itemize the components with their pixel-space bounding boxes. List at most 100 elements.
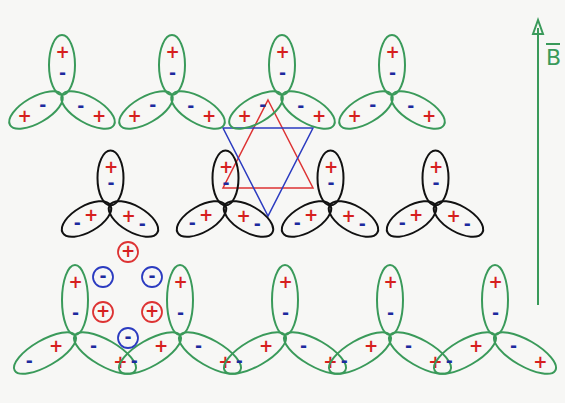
molecule-lobe: +-	[379, 35, 405, 95]
lobe-ellipse	[428, 324, 502, 382]
molecule-lobe: +-	[165, 84, 230, 137]
lobe-ellipse	[385, 84, 450, 137]
lobe-ellipse	[276, 194, 337, 244]
lobe-outline	[428, 324, 502, 382]
charge-sign: -	[55, 65, 69, 82]
charge-sign: +	[342, 208, 356, 225]
charge-sign: +	[259, 338, 273, 355]
lobe-ellipse	[323, 324, 397, 382]
circle-ring	[118, 328, 138, 348]
lobe-ellipse	[224, 84, 289, 137]
field-arrow	[537, 28, 539, 305]
charge-sign: +	[55, 44, 69, 61]
molecule-lobe: -+	[103, 194, 164, 244]
lobe-ellipse	[218, 194, 279, 244]
charge-sign: -	[145, 268, 159, 285]
charge-sign: +	[128, 108, 142, 125]
charge-sign: -	[402, 338, 416, 355]
charge-circle: +	[92, 301, 114, 323]
lobe-ellipse	[377, 265, 403, 335]
charge-sign: -	[256, 98, 270, 115]
molecule-lobe: +-	[97, 150, 123, 205]
molecule-lobe: -+	[428, 194, 489, 244]
circle-ring	[93, 267, 113, 287]
molecule-lobe: -+	[276, 194, 337, 244]
charge-sign: -	[136, 216, 150, 233]
charge-circle: -	[117, 327, 139, 349]
lobe-ellipse	[275, 84, 340, 137]
charge-sign: -	[275, 65, 289, 82]
charge-sign: +	[49, 338, 63, 355]
charge-sign: +	[409, 208, 423, 225]
lobe-ellipse	[167, 265, 193, 335]
molecule-lobe: +-	[167, 265, 193, 335]
charge-sign: +	[121, 243, 135, 260]
charge-sign: +	[312, 108, 326, 125]
molecule-lobe: +-	[482, 265, 508, 335]
charge-sign: -	[184, 98, 198, 115]
charge-sign: +	[92, 108, 106, 125]
charge-sign: +	[323, 159, 337, 176]
charge-sign: +	[422, 108, 436, 125]
lobe-ellipse	[272, 265, 298, 335]
charge-sign: -	[22, 353, 36, 370]
lobe-outline	[114, 84, 179, 137]
lobe-outline	[334, 84, 399, 137]
charge-sign: +	[275, 44, 289, 61]
charge-sign: -	[290, 216, 304, 233]
lobe-ellipse	[218, 324, 292, 382]
charge-sign: -	[461, 216, 475, 233]
charge-circle: -	[141, 266, 163, 288]
lobe-ellipse	[114, 84, 179, 137]
charge-sign: -	[127, 353, 141, 370]
molecule-lobe: +-	[377, 265, 403, 335]
lobe-ellipse	[62, 265, 88, 335]
lobe-ellipse	[103, 194, 164, 244]
charge-sign: +	[218, 159, 232, 176]
molecule-lobe: +-	[159, 35, 185, 95]
circle-ring	[118, 242, 138, 262]
charge-sign: +	[488, 274, 502, 291]
molecule-lobe: +-	[62, 265, 88, 335]
lobe-ellipse	[97, 150, 123, 205]
lobe-ellipse	[323, 194, 384, 244]
charge-sign: -	[96, 268, 110, 285]
molecule-lobe: -+	[381, 194, 442, 244]
charge-circle: +	[117, 241, 139, 263]
charge-sign: -	[404, 98, 418, 115]
charge-sign: -	[103, 175, 117, 192]
charge-sign: +	[364, 338, 378, 355]
lobe-ellipse	[56, 194, 117, 244]
molecule-lobe: +-	[49, 35, 75, 95]
charge-sign: -	[385, 65, 399, 82]
lobe-outline	[8, 324, 82, 382]
charge-sign: +	[154, 338, 168, 355]
molecule-lobe: +-	[272, 265, 298, 335]
lobe-ellipse	[488, 324, 562, 382]
molecule-lobe: -+	[323, 324, 397, 382]
charge-sign: -	[356, 216, 370, 233]
lobe-ellipse	[379, 35, 405, 95]
charge-sign: +	[122, 208, 136, 225]
lobe-ellipse	[422, 150, 448, 205]
charge-sign: -	[218, 175, 232, 192]
charge-sign: +	[68, 274, 82, 291]
molecule-lobe: -+	[8, 324, 82, 382]
molecule-lobe: +-	[385, 84, 450, 137]
field-label: B	[546, 45, 561, 70]
lobe-ellipse	[171, 194, 232, 244]
charge-sign: -	[323, 175, 337, 192]
lobe-outline	[385, 84, 450, 137]
circle-ring	[142, 267, 162, 287]
charge-sign: -	[395, 216, 409, 233]
charge-sign: +	[534, 353, 548, 370]
molecule-lobe: +-	[488, 324, 562, 382]
lobe-ellipse	[269, 35, 295, 95]
lobe-ellipse	[8, 324, 82, 382]
molecule-lobe: +-	[114, 84, 179, 137]
charge-sign: -	[366, 98, 380, 115]
charge-sign: +	[237, 208, 251, 225]
charge-sign: -	[251, 216, 265, 233]
charge-sign: +	[385, 44, 399, 61]
charge-sign: +	[238, 108, 252, 125]
